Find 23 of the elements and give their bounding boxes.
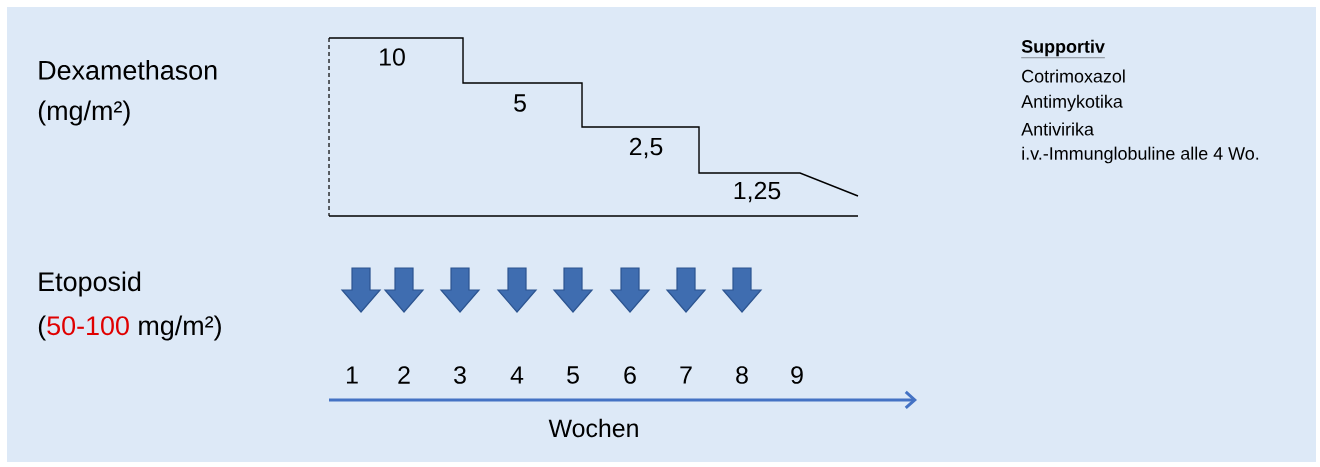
unit-label: (50-100 mg/m²) xyxy=(38,315,221,341)
week-number: 5 xyxy=(567,366,579,384)
heading: Supportiv xyxy=(1021,39,1106,58)
list-item: Antimykotika xyxy=(1021,94,1123,112)
week-number: 4 xyxy=(510,366,524,384)
drug-label: Etoposid xyxy=(39,271,141,297)
week-number: 6 xyxy=(624,366,636,384)
week-number: 7 xyxy=(680,366,692,384)
list-item: i.v.-Immunglobuline alle 4 Wo. xyxy=(1022,146,1259,164)
dose-label: 10 xyxy=(380,48,405,66)
unit-label: (mg/m²) xyxy=(38,100,130,126)
list-item: Antivirika xyxy=(1021,122,1094,136)
week-number: 8 xyxy=(736,366,748,384)
list-item: Cotrimoxazol xyxy=(1022,69,1125,83)
week-number: 9 xyxy=(791,366,803,384)
dose-label: 2,5 xyxy=(629,137,663,159)
axis-label: Wochen xyxy=(548,418,638,438)
week-number: 3 xyxy=(454,366,466,384)
dose-label: 5 xyxy=(514,94,526,112)
week-number: 2 xyxy=(398,366,410,384)
dose-label: 1,25 xyxy=(734,181,781,203)
drug-label: Dexamethason xyxy=(39,60,217,80)
week-number: 1 xyxy=(347,366,358,384)
